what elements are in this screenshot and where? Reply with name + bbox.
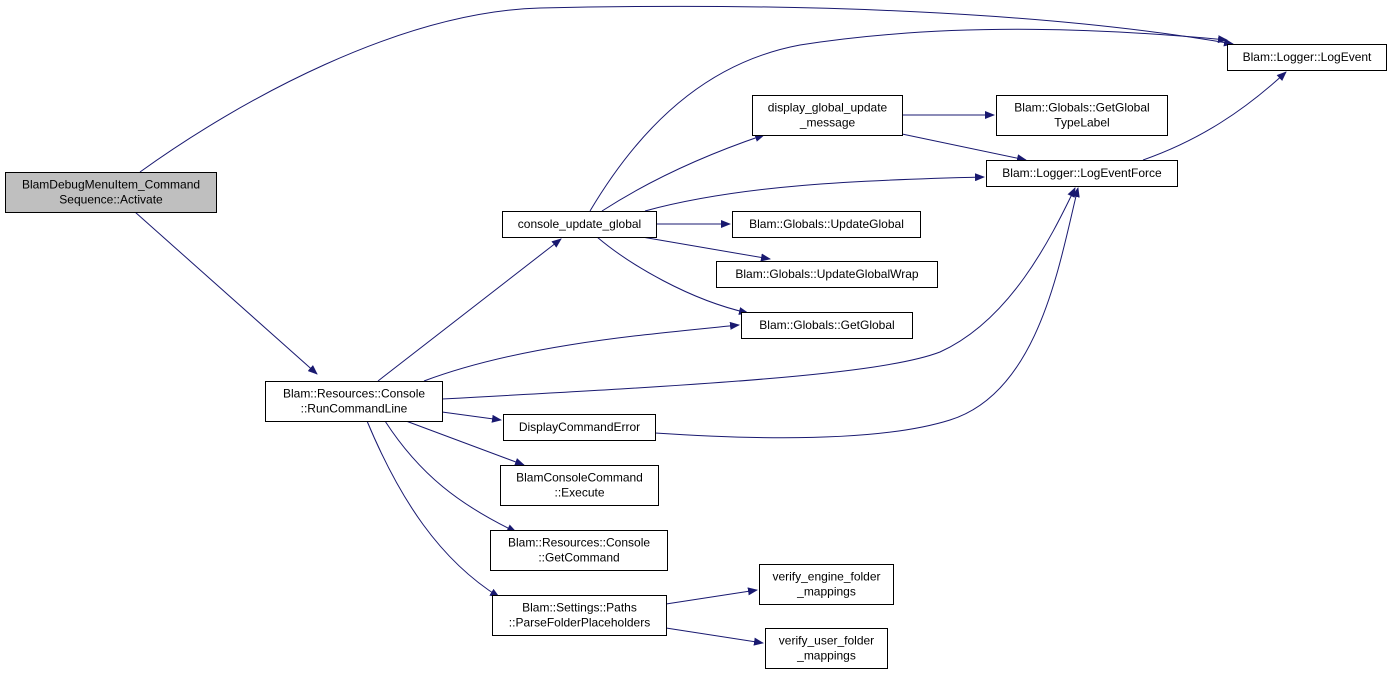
node-box — [752, 95, 903, 136]
edge-console_update-to-display_msg — [601, 134, 765, 212]
node-updatewrap[interactable]: Blam::Globals::UpdateGlobalWrap — [716, 261, 938, 288]
node-verify_engine[interactable]: verify_engine_folder_mappings — [759, 564, 894, 605]
node-label-line: DisplayCommandError — [519, 420, 640, 434]
node-label-line: _mappings — [796, 585, 856, 599]
node-label-line: _mappings — [796, 649, 856, 663]
node-box — [5, 172, 217, 213]
node-verify_user[interactable]: verify_user_folder_mappings — [765, 628, 888, 669]
node-label-line: Sequence::Activate — [59, 193, 163, 207]
node-box — [490, 530, 668, 571]
edge-runcmd-to-console_update — [377, 238, 562, 382]
edge-activate-to-logevent — [139, 5, 1234, 173]
edge-parsefolder-to-verify_user — [665, 627, 764, 646]
edge-runcmd-to-getglobal — [423, 321, 740, 382]
node-label-line: Blam::Globals::UpdateGlobal — [749, 217, 904, 231]
node-box — [986, 160, 1178, 187]
node-label-line: Blam::Globals::UpdateGlobalWrap — [735, 267, 919, 281]
node-label-line: ::RunCommandLine — [301, 402, 408, 416]
edges — [134, 5, 1287, 646]
node-box — [502, 211, 657, 238]
node-activate[interactable]: BlamDebugMenuItem_CommandSequence::Activ… — [5, 172, 217, 213]
node-execute[interactable]: BlamConsoleCommand::Execute — [500, 465, 659, 506]
node-label-line: Blam::Resources::Console — [283, 387, 425, 401]
node-label-line: Blam::Logger::LogEventForce — [1002, 166, 1162, 180]
edge-console_update-to-updatewrap — [641, 236, 771, 262]
node-getglobal[interactable]: Blam::Globals::GetGlobal — [741, 312, 913, 339]
node-logeventforce[interactable]: Blam::Logger::LogEventForce — [986, 160, 1178, 187]
edge-parsefolder-to-verify_engine — [665, 587, 758, 605]
edge-runcmd-to-displayerr — [441, 411, 502, 423]
node-display_msg[interactable]: display_global_update_message — [752, 95, 903, 136]
node-label-line: display_global_update — [768, 101, 888, 115]
edge-console_update-to-logeventforce — [644, 173, 985, 212]
edge-console_update-to-getglobal — [596, 236, 749, 315]
node-label-line: Blam::Settings::Paths — [522, 601, 637, 615]
node-updateglobal[interactable]: Blam::Globals::UpdateGlobal — [732, 211, 921, 238]
node-logevent[interactable]: Blam::Logger::LogEvent — [1227, 44, 1387, 71]
node-box — [265, 381, 443, 422]
edge-displayerr-to-logeventforce — [654, 187, 1080, 439]
node-label-line: ::ParseFolderPlaceholders — [509, 616, 650, 630]
node-label-line: Blam::Globals::GetGlobal — [1014, 101, 1149, 115]
edge-logeventforce-to-logevent — [1142, 71, 1287, 161]
node-getcommand[interactable]: Blam::Resources::Console::GetCommand — [490, 530, 668, 571]
edge-runcmd-to-parsefolder — [366, 420, 500, 598]
node-box — [996, 95, 1168, 136]
node-label-line: _message — [799, 116, 856, 130]
node-runcmd[interactable]: Blam::Resources::Console::RunCommandLine — [265, 381, 443, 422]
node-box — [732, 211, 921, 238]
node-box — [503, 414, 656, 441]
node-box — [741, 312, 913, 339]
node-parsefolder[interactable]: Blam::Settings::Paths::ParseFolderPlaceh… — [492, 595, 667, 636]
node-label-line: Blam::Resources::Console — [508, 536, 650, 550]
node-box — [716, 261, 938, 288]
node-box — [759, 564, 894, 605]
node-box — [500, 465, 659, 506]
edge-console_update-to-logevent — [589, 28, 1228, 212]
nodes: BlamDebugMenuItem_CommandSequence::Activ… — [5, 44, 1387, 669]
node-label-line: TypeLabel — [1054, 116, 1109, 130]
node-label-line: ::GetCommand — [538, 551, 619, 565]
node-box — [765, 628, 888, 669]
node-box — [492, 595, 667, 636]
node-label-line: verify_engine_folder — [772, 570, 880, 584]
node-console_update[interactable]: console_update_global — [502, 211, 657, 238]
node-box — [1227, 44, 1387, 71]
edge-runcmd-to-logeventforce — [441, 187, 1076, 400]
edge-runcmd-to-execute — [405, 420, 525, 466]
node-displayerr[interactable]: DisplayCommandError — [503, 414, 656, 441]
node-label-line: BlamConsoleCommand — [516, 471, 643, 485]
edge-activate-to-runcmd — [134, 211, 318, 375]
edge-display_msg-to-logeventforce — [901, 133, 1027, 163]
node-label-line: verify_user_folder — [779, 634, 874, 648]
node-label-line: Blam::Globals::GetGlobal — [759, 318, 894, 332]
node-label-line: ::Execute — [554, 486, 604, 500]
node-label-line: Blam::Logger::LogEvent — [1243, 50, 1372, 64]
node-label-line: BlamDebugMenuItem_Command — [22, 178, 200, 192]
node-label-line: console_update_global — [518, 217, 641, 231]
edge-runcmd-to-getcommand — [384, 420, 517, 533]
